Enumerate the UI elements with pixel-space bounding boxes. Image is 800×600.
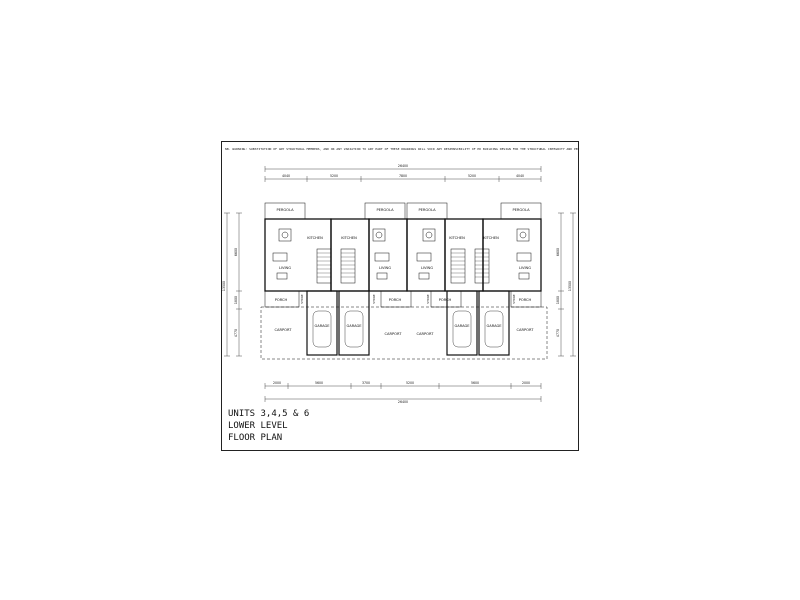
bottom-dim-5: 5600 — [471, 381, 479, 385]
carport-label-4: CARPORT — [517, 328, 535, 332]
bottom-dim-3: 3700 — [362, 381, 370, 385]
bottom-dim-2: 5600 — [315, 381, 323, 385]
bottom-dim-6: 2000 — [522, 381, 530, 385]
building-walls — [260, 202, 548, 360]
top-dim-2: 5200 — [330, 174, 338, 178]
right-dim-2: 1800 — [556, 296, 560, 304]
top-dim-5: 4040 — [516, 174, 524, 178]
porch-label-3: PORCH — [439, 298, 452, 302]
garage-label-1: GARAGE — [314, 324, 330, 328]
store-label-4: STORE — [512, 294, 516, 304]
store-label-3: STORE — [426, 294, 430, 304]
right-overall-dim: 13500 — [568, 281, 572, 291]
right-dim-1: 6600 — [556, 248, 560, 256]
pergola-label-4: PERGOLA — [512, 208, 530, 212]
title-line-2: LOWER LEVEL — [228, 421, 288, 431]
cars — [312, 310, 504, 348]
title-line-3: FLOOR PLAN — [228, 433, 283, 443]
top-dim-3: 7800 — [399, 174, 407, 178]
right-dim-3: 4770 — [556, 329, 560, 337]
drawing-border — [221, 141, 579, 451]
store-label-1: STORE — [300, 294, 304, 304]
garage-label-3: GARAGE — [454, 324, 470, 328]
carport-label-1: CARPORT — [275, 328, 293, 332]
living-furniture — [272, 252, 532, 280]
dining-tables — [278, 228, 530, 242]
left-dim-2: 1800 — [234, 296, 238, 304]
living-label-2: LIVING — [379, 266, 391, 270]
kitchen-label-3: KITCHEN — [449, 236, 465, 240]
living-label-4: LIVING — [519, 266, 531, 270]
kitchen-label-2: KITCHEN — [341, 236, 357, 240]
porch-label-1: PORCH — [275, 298, 288, 302]
stair-treads — [317, 252, 489, 278]
drawing-notes: NB. WARNING: SUBSTITUTION OF ANY STRUCTU… — [225, 147, 579, 151]
bottom-dim-4: 5200 — [406, 381, 414, 385]
title-line-1: UNITS 3,4,5 & 6 — [228, 409, 310, 419]
pergola-label-3: PERGOLA — [418, 208, 436, 212]
living-label-3: LIVING — [421, 266, 433, 270]
kitchen-label-4: KITCHEN — [483, 236, 499, 240]
drawing-title: UNITS 3,4,5 & 6 LOWER LEVEL FLOOR PLAN — [228, 408, 309, 444]
store-label-2: STORE — [372, 294, 376, 304]
left-overall-dim: 13500 — [222, 281, 226, 291]
dimension-lines — [224, 166, 576, 402]
overall-width-dim: 26400 — [398, 164, 408, 168]
garage-label-2: GARAGE — [346, 324, 362, 328]
floor-plan: 26400 4040 5200 7800 5200 4040 2000 5600… — [222, 164, 576, 404]
living-label-1: LIVING — [279, 266, 291, 270]
top-dim-4: 5200 — [468, 174, 476, 178]
garage-label-4: GARAGE — [486, 324, 502, 328]
carport-label-3: CARPORT — [417, 332, 435, 336]
left-dim-1: 6600 — [234, 248, 238, 256]
carport-label-2: CARPORT — [385, 332, 403, 336]
bottom-dim-1: 2000 — [273, 381, 281, 385]
porch-label-4: PORCH — [519, 298, 532, 302]
porch-label-2: PORCH — [389, 298, 402, 302]
left-dim-3: 4770 — [234, 329, 238, 337]
pergola-label-2: PERGOLA — [376, 208, 394, 212]
top-dim-1: 4040 — [282, 174, 290, 178]
pergola-label-1: PERGOLA — [276, 208, 294, 212]
bottom-overall-dim: 26400 — [398, 400, 408, 404]
kitchen-label-1: KITCHEN — [307, 236, 323, 240]
